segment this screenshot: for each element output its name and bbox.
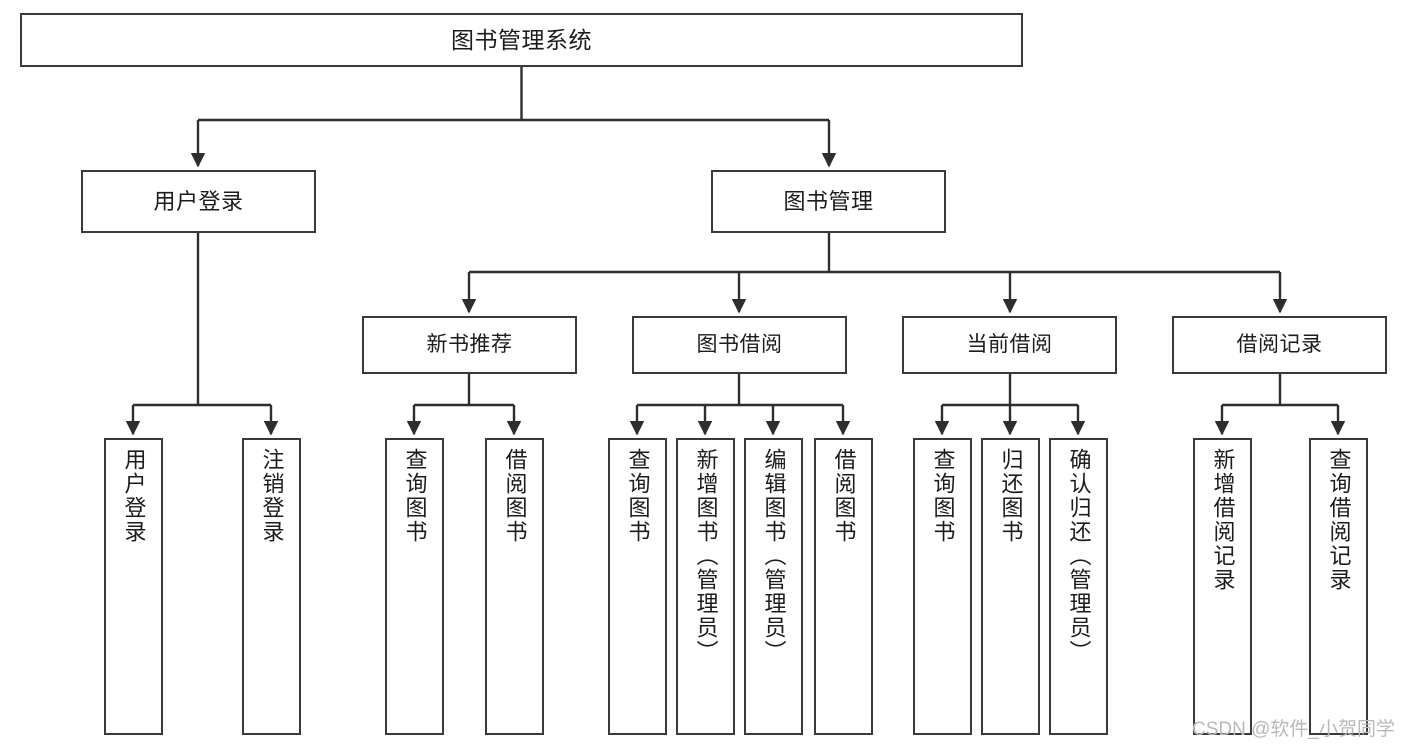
csdn-watermark: CSDN @软件_小贺同学 (1192, 719, 1395, 740)
leaf-query-book-borrow[interactable]: 查询图书 (608, 438, 667, 735)
node-label: 借阅图书 (502, 448, 528, 544)
node-label: 图书借阅 (696, 332, 783, 356)
leaf-query-borrow-record[interactable]: 查询借阅记录 (1309, 438, 1368, 735)
node-book-management[interactable]: 图书管理 (711, 170, 946, 233)
node-label: 查询图书 (930, 448, 956, 544)
leaf-user-login[interactable]: 用户登录 (104, 438, 163, 735)
leaf-edit-book-admin[interactable]: 编辑图书（管理员） (744, 438, 803, 735)
node-label: 借阅记录 (1236, 332, 1323, 356)
leaf-logout[interactable]: 注销登录 (242, 438, 301, 735)
node-label: 归还图书 (998, 448, 1024, 544)
node-label: 查询图书 (625, 448, 651, 544)
node-root-system[interactable]: 图书管理系统 (20, 13, 1023, 67)
node-label: 注销登录 (259, 448, 285, 544)
node-label: 查询图书 (402, 448, 428, 544)
node-label: 查询借阅记录 (1326, 448, 1352, 592)
node-user-login[interactable]: 用户登录 (81, 170, 316, 233)
node-label: 新增图书（管理员） (693, 448, 719, 664)
node-label: 借阅图书 (831, 448, 857, 544)
leaf-add-borrow-record[interactable]: 新增借阅记录 (1193, 438, 1252, 735)
leaf-add-book-admin[interactable]: 新增图书（管理员） (676, 438, 735, 735)
leaf-query-book-recommend[interactable]: 查询图书 (385, 438, 444, 735)
node-current-borrow[interactable]: 当前借阅 (902, 316, 1117, 374)
node-label: 用户登录 (153, 188, 244, 214)
node-label: 确认归还（管理员） (1066, 448, 1092, 664)
node-label: 图书管理 (783, 188, 874, 214)
node-label: 编辑图书（管理员） (761, 448, 787, 664)
leaf-borrow-book-recommend[interactable]: 借阅图书 (485, 438, 544, 735)
node-label: 图书管理系统 (451, 26, 592, 53)
leaf-confirm-return-admin[interactable]: 确认归还（管理员） (1049, 438, 1108, 735)
node-book-borrow[interactable]: 图书借阅 (632, 316, 847, 374)
node-label: 新增借阅记录 (1210, 448, 1236, 592)
node-borrow-records[interactable]: 借阅记录 (1172, 316, 1387, 374)
leaf-return-book[interactable]: 归还图书 (981, 438, 1040, 735)
leaf-query-book-current[interactable]: 查询图书 (913, 438, 972, 735)
node-label: 当前借阅 (966, 332, 1053, 356)
leaf-borrow-book[interactable]: 借阅图书 (814, 438, 873, 735)
node-label: 新书推荐 (426, 332, 513, 356)
node-label: 用户登录 (121, 448, 147, 544)
node-new-book-recommend[interactable]: 新书推荐 (362, 316, 577, 374)
